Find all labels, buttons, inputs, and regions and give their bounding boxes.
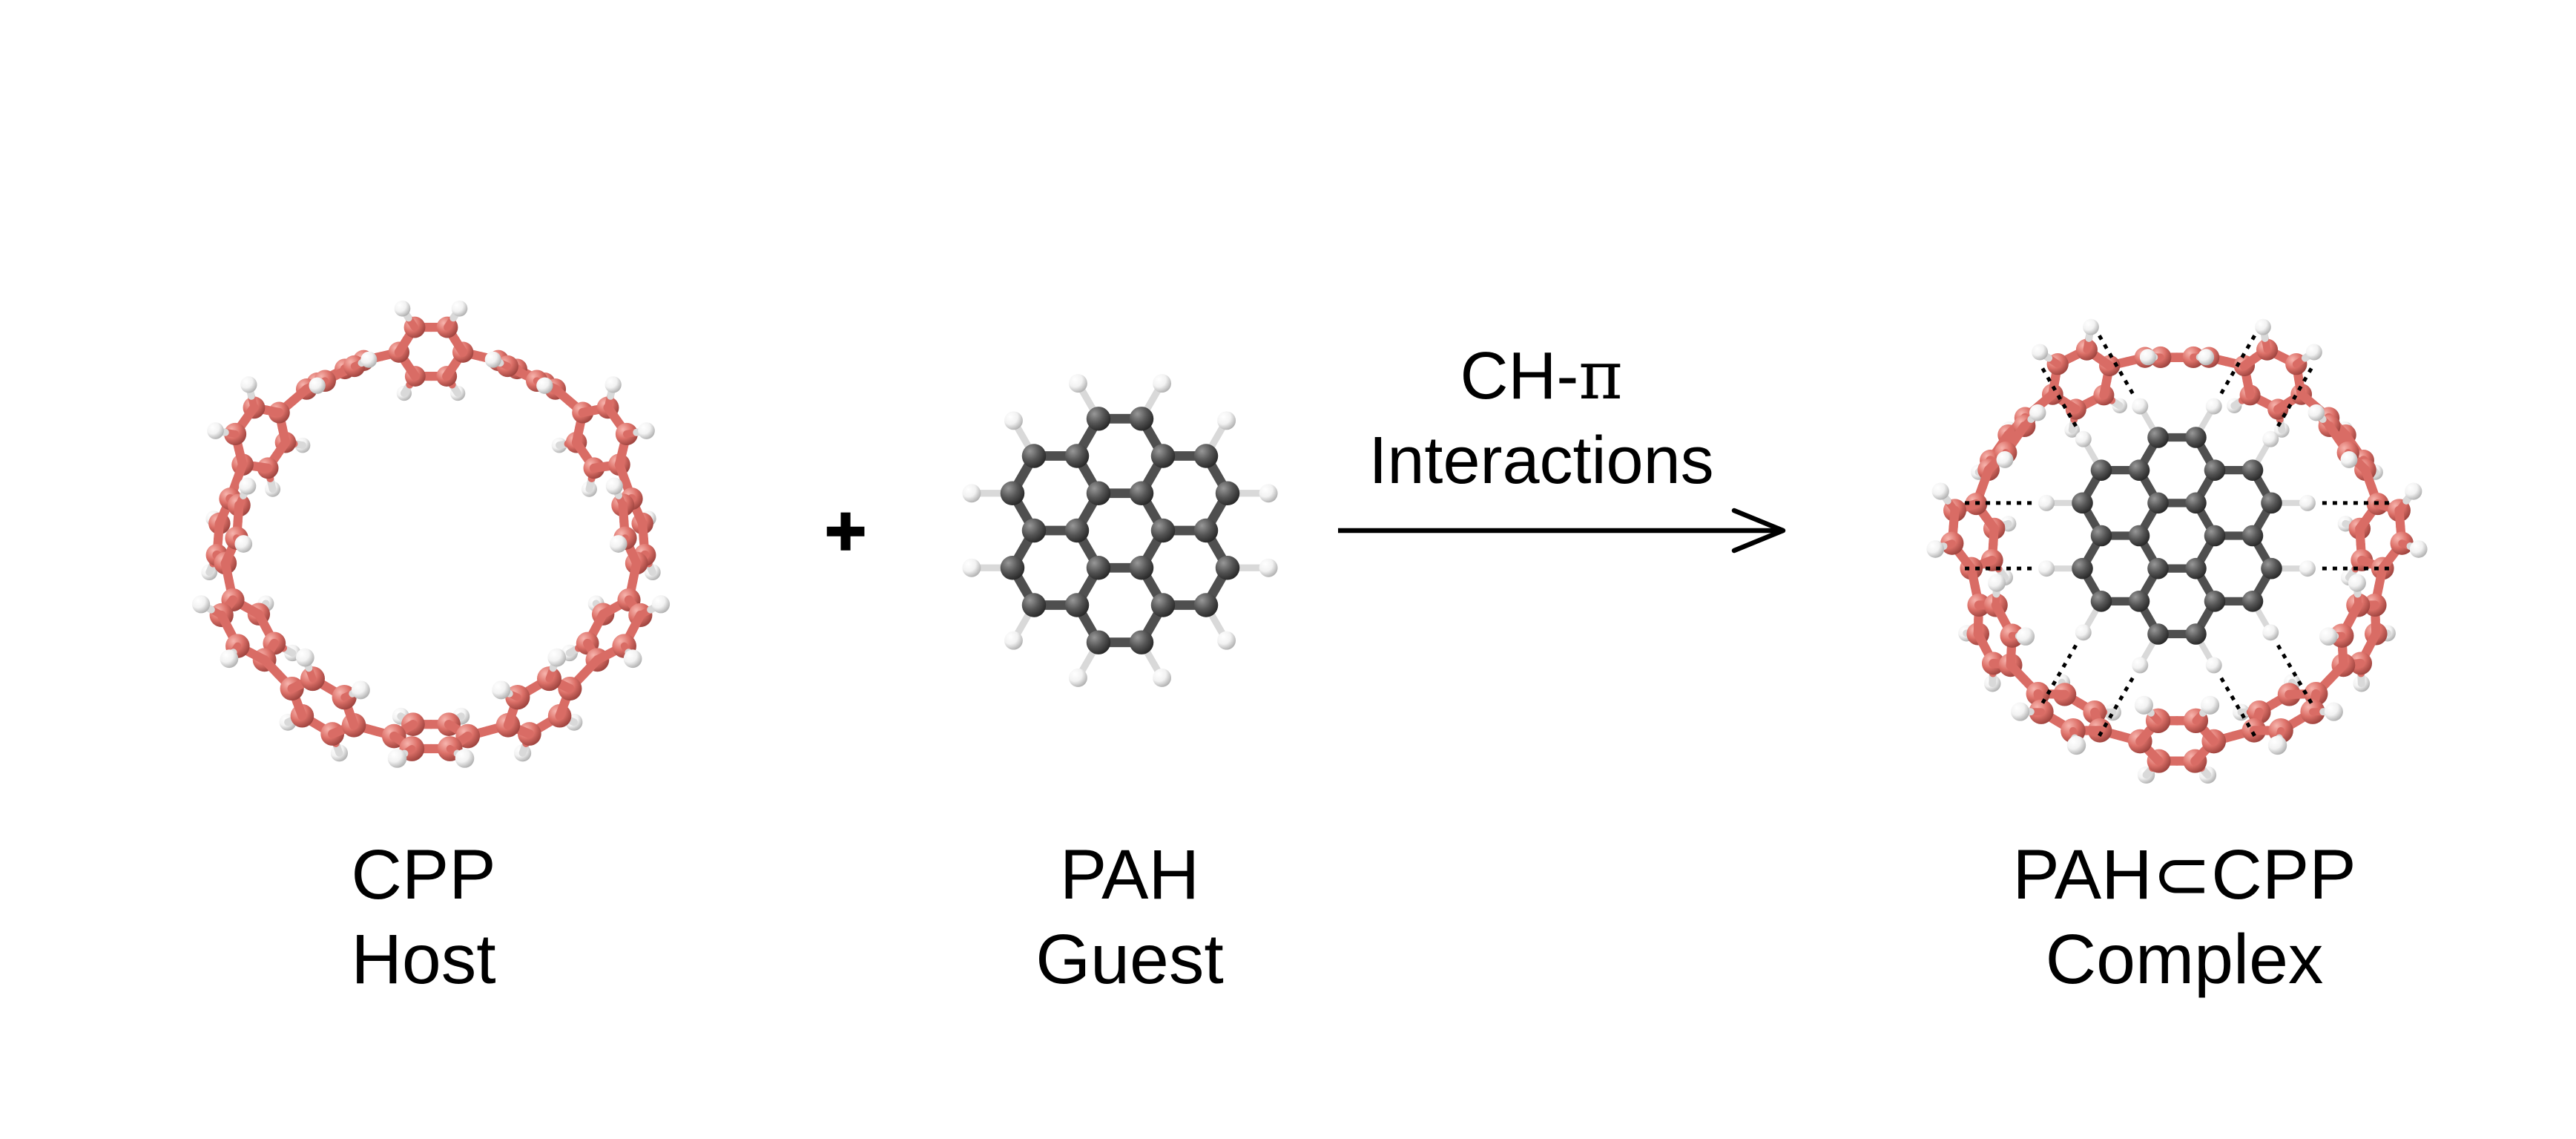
arrow-label-line2: Interactions [1368, 424, 1714, 498]
pah-guest-label-line2: Guest [1035, 920, 1224, 999]
reaction-arrow [1338, 508, 1786, 554]
cpp-host-label-line2: Host [351, 920, 496, 999]
arrow-label-pi: π [1578, 337, 1623, 415]
cpp-host-label: CPP Host [164, 833, 683, 1002]
complex-structure [1926, 318, 2428, 784]
cpp-host-label-line1: CPP [351, 836, 496, 914]
pah-guest-structure [962, 374, 1278, 687]
plus-sign: + [824, 491, 868, 571]
coronene-group [2038, 398, 2316, 674]
arrow-label-ch: CH- [1460, 339, 1579, 413]
arrow-label-line1: CH-π [1282, 334, 1801, 418]
cpp-host-structure [191, 300, 671, 768]
pah-guest-label: PAH Guest [870, 833, 1389, 1002]
complex-label: PAH⊂CPP Complex [1925, 833, 2444, 1002]
arrow-label: CH-π Interactions [1282, 334, 1801, 503]
complex-label-line1: PAH⊂CPP [2012, 836, 2356, 914]
cpp-ring-group [1926, 318, 2428, 784]
cpp-ring-group [191, 300, 671, 768]
complex-label-line2: Complex [2045, 920, 2324, 999]
coronene-group [962, 374, 1278, 687]
ch-pi-interaction-lines [1963, 333, 2391, 738]
pah-guest-label-line1: PAH [1059, 836, 1200, 914]
